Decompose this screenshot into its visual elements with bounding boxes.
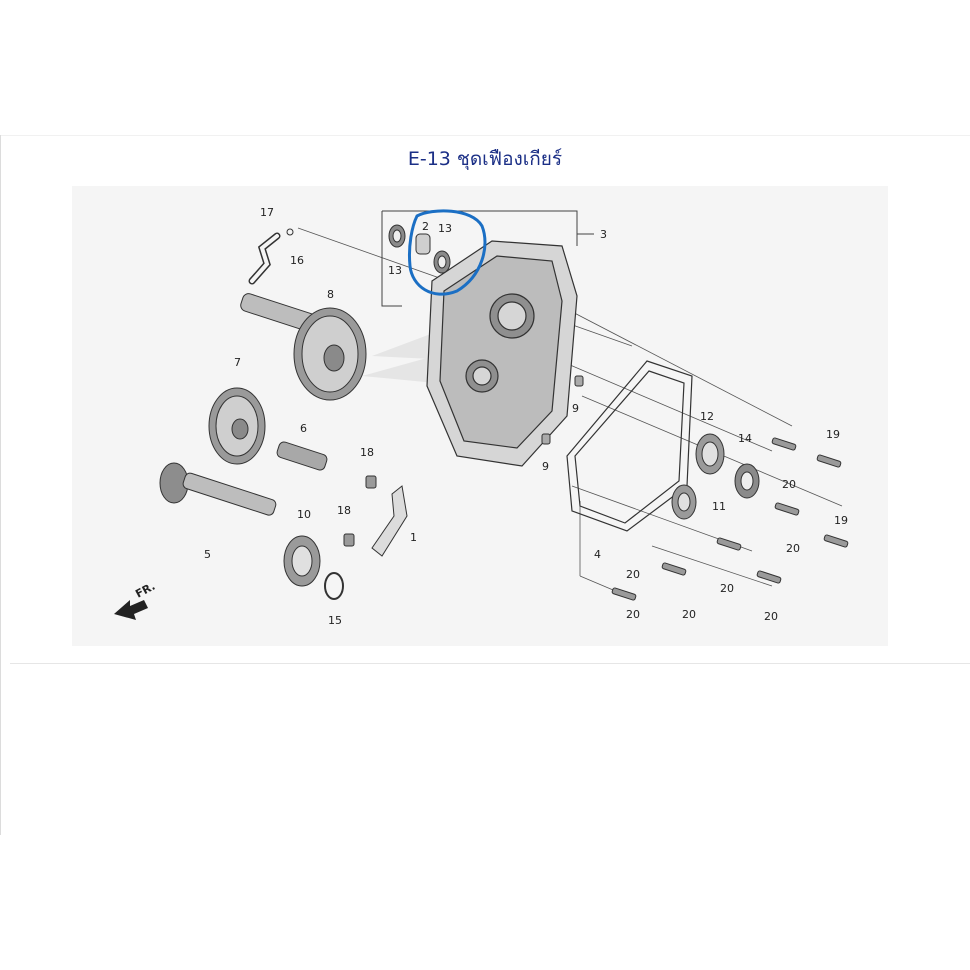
label-part-16: 16: [290, 254, 304, 267]
exploded-parts-diagram: FR. 1 2 3 4 5 6 7 8 9 9 10 11 12 13 13 1…: [72, 186, 888, 646]
diagram-canvas: FR. 1 2 3 4 5 6 7 8 9 9 10 11 12 13 13 1…: [114, 206, 849, 627]
label-part-11: 11: [712, 500, 726, 513]
label-part-20d: 20: [626, 568, 640, 581]
part-16-clip: [286, 228, 294, 236]
label-part-7: 7: [234, 356, 241, 369]
label-part-17: 17: [260, 206, 274, 219]
part-6-pinion: [276, 441, 328, 471]
label-part-20g: 20: [764, 610, 778, 623]
label-part-4: 4: [594, 548, 601, 561]
label-part-20f: 20: [682, 608, 696, 621]
label-part-18b: 18: [337, 504, 351, 517]
label-part-19a: 19: [826, 428, 840, 441]
label-part-12: 12: [700, 410, 714, 423]
label-part-20a: 20: [782, 478, 796, 491]
label-part-14: 14: [738, 432, 752, 445]
label-part-9b: 9: [542, 460, 549, 473]
part-7-gear: [208, 387, 266, 465]
label-part-10: 10: [297, 508, 311, 521]
page-title: E-13 ชุดเฟืองเกียร์: [407, 148, 563, 170]
part-11-bearing: [671, 484, 697, 520]
part-15-ring: [324, 572, 344, 600]
part-8-gear-shaft: [240, 293, 367, 401]
label-part-13b: 13: [438, 222, 452, 235]
frame-top-border: [0, 135, 970, 136]
highlight-circle: [408, 209, 487, 296]
part-2-collar: [415, 233, 431, 255]
label-part-9a: 9: [572, 402, 579, 415]
label-part-19b: 19: [834, 514, 848, 527]
label-part-1: 1: [410, 531, 417, 544]
label-part-5: 5: [204, 548, 211, 561]
part-1-plate: [371, 485, 408, 557]
label-part-15: 15: [328, 614, 342, 627]
part-17-tube-inner: [250, 234, 279, 283]
label-part-8: 8: [327, 288, 334, 301]
part-12-bearing: [695, 433, 725, 475]
section-divider: [10, 663, 970, 664]
label-part-20c: 20: [720, 582, 734, 595]
direction-label: FR.: [133, 580, 157, 601]
part-3-housing: [426, 240, 578, 467]
label-part-3: 3: [600, 228, 607, 241]
part-number-labels: 1 2 3 4 5 6 7 8 9 9 10 11 12 13 13 14 15…: [204, 206, 848, 627]
label-part-20b: 20: [786, 542, 800, 555]
front-direction-arrow: FR.: [114, 580, 157, 620]
part-18-bolts: [343, 475, 377, 547]
label-part-18a: 18: [360, 446, 374, 459]
part-5-shaft: [159, 462, 277, 516]
label-part-13a: 13: [388, 264, 402, 277]
part-20-19-bolts: [611, 437, 849, 601]
part-13-seal-left: [388, 224, 406, 248]
part-9-dowels: [541, 375, 584, 445]
label-part-20e: 20: [626, 608, 640, 621]
part-14-seal: [734, 463, 760, 499]
frame-left-border: [0, 135, 1, 835]
label-part-2: 2: [422, 220, 429, 233]
part-10-bearing: [283, 535, 321, 587]
part-13-seal-right: [433, 250, 451, 274]
label-part-6: 6: [300, 422, 307, 435]
